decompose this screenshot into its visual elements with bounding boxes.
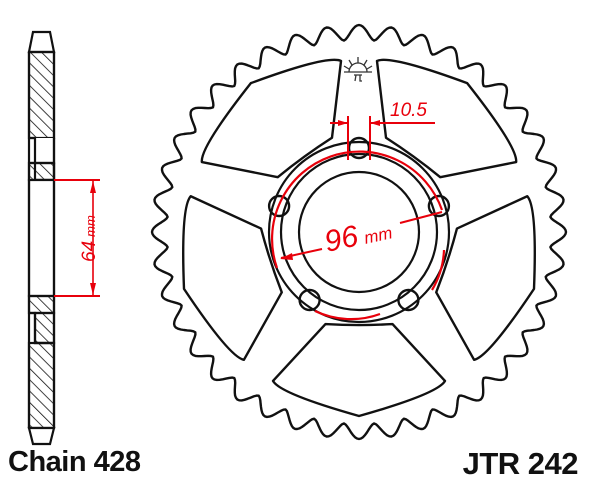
lightening-cutout <box>200 58 343 179</box>
bolt-hole <box>298 288 321 312</box>
lightening-cutouts <box>182 58 536 418</box>
lightening-cutout <box>375 58 518 179</box>
pcd-dimension: 96mm <box>270 150 446 321</box>
hub-bore-value: 64mm <box>79 215 100 262</box>
sprocket-teeth-outline <box>150 23 568 441</box>
chain-size-label: Chain 428 <box>8 446 141 478</box>
bolt-hole-value: 10.5 <box>390 100 427 121</box>
pcd-value: 96mm <box>322 212 395 258</box>
part-number-label: JTR 242 <box>462 446 579 481</box>
lightening-cutout <box>182 195 283 362</box>
lightening-cutout <box>271 322 447 418</box>
lightening-cutout <box>435 195 536 362</box>
bolt-hole <box>427 194 451 218</box>
side-profile-view <box>27 30 56 446</box>
bolt-hole <box>397 288 420 312</box>
hub-bore-dimension: 64mm <box>54 179 100 297</box>
bolt-hole <box>267 194 291 218</box>
jt-sun-logo-icon <box>343 57 373 82</box>
sprocket-front-view <box>150 23 568 441</box>
